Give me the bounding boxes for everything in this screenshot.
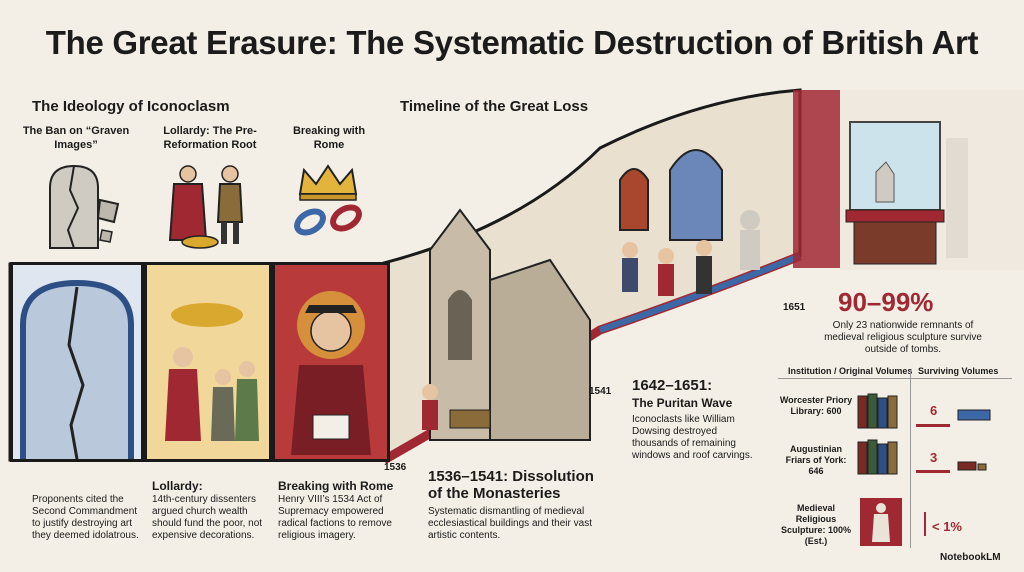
table-column-divider xyxy=(910,370,911,548)
statue-icon xyxy=(860,498,902,546)
value-bar-worcester xyxy=(916,424,950,427)
stat-percentage: 90–99% xyxy=(838,287,934,317)
value-bar-sculpture xyxy=(924,512,954,536)
books-stack-icon xyxy=(857,393,898,429)
stat-description: Only 23 nationwide remnants of medieval … xyxy=(824,320,982,355)
broken-tablet-window-icon xyxy=(20,279,134,459)
display-case-icon xyxy=(845,121,968,265)
caption-lollardy-text: 14th-century dissenters argued church we… xyxy=(152,494,263,541)
year-1541: 1541 xyxy=(589,386,612,397)
two-figures-icon xyxy=(168,165,244,249)
table-col-institution: Institution / Original Volumes xyxy=(788,366,913,376)
books-stack-icon xyxy=(857,439,898,475)
crown-broken-chain-icon xyxy=(294,164,362,236)
caption-dissolution-title: 1536–1541: Dissolution of the Monasterie… xyxy=(428,468,594,502)
table-col-surviving: Surviving Volumes xyxy=(918,366,999,376)
panel-lollardy xyxy=(144,262,272,462)
panel-puritan-wave xyxy=(600,120,796,360)
caption-puritan-title: 1642–1651: xyxy=(632,377,713,394)
caption-rome-text: Henry VIII’s 1534 Act of Supremacy empow… xyxy=(278,494,392,541)
single-book-icon xyxy=(957,409,991,421)
table-row-label-sculpture: Medieval Religious Sculpture: 100% (Est.… xyxy=(780,503,852,546)
iconoclasts-icon xyxy=(619,149,760,296)
caption-dissolution-text: Systematic dismantling of medieval eccle… xyxy=(428,506,592,541)
value-bar-augustinian xyxy=(916,470,950,473)
panel-dissolution xyxy=(390,170,600,462)
table-row-label-augustinian: Augustinian Friars of York: 646 xyxy=(785,444,847,476)
broken-tablet-icon xyxy=(49,164,120,249)
table-row-value-sculpture: < 1% xyxy=(932,519,962,534)
ideology-heading: The Ideology of Iconoclasm xyxy=(32,98,230,115)
year-1651: 1651 xyxy=(783,302,806,313)
panel-henry-viii xyxy=(272,262,390,462)
caption-puritan-subtitle: The Puritan Wave xyxy=(632,396,733,410)
caption-graven-images: Proponents cited the Second Commandment … xyxy=(32,494,139,541)
table-divider xyxy=(778,378,1012,379)
caption-lollardy-title: Lollardy: xyxy=(152,479,203,493)
timeline-heading: Timeline of the Great Loss xyxy=(400,98,589,115)
book-fragments-icon xyxy=(957,461,987,471)
table-row-value-augustinian: 3 xyxy=(930,450,938,465)
panel-graven-images xyxy=(10,262,144,462)
ruined-abbey-icon xyxy=(422,208,591,441)
table-row-value-worcester: 6 xyxy=(930,403,938,418)
henry-viii-icon xyxy=(291,291,371,455)
ideology-item-lollardy-head: Lollardy: The Pre-Reformation Root xyxy=(163,125,257,151)
table-row-label-worcester: Worcester Priory Library: 600 xyxy=(779,395,853,416)
lollard-preacher-icon xyxy=(165,303,259,441)
ideology-item-rome-head: Breaking with Rome xyxy=(292,125,366,151)
year-1536: 1536 xyxy=(384,462,407,473)
page-title: The Great Erasure: The Systematic Destru… xyxy=(45,24,979,61)
caption-rome-title: Breaking with Rome xyxy=(278,479,394,493)
caption-puritan-text: Iconoclasts like William Dowsing destroy… xyxy=(632,414,753,461)
notebooklm-logo: NotebookLM xyxy=(940,552,1001,563)
ideology-item-ban-head: The Ban on “Graven Images” xyxy=(22,125,130,151)
